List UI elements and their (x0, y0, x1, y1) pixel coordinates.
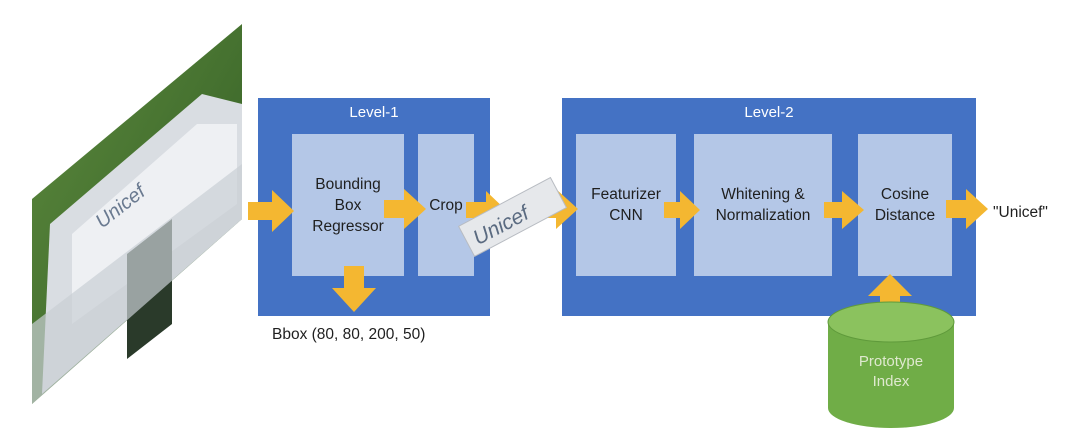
bbox-output-label: Bbox (80, 80, 200, 50) (272, 326, 426, 343)
input-photo: Unicef (32, 24, 242, 404)
cosine-distance-box: Cosine Distance (858, 134, 952, 276)
whitening-normalization-box: Whitening & Normalization (694, 134, 832, 276)
level-2-title: Level-2 (744, 104, 794, 121)
featurizer-cnn-box: Featurizer CNN (576, 134, 676, 276)
level-1-title: Level-1 (349, 104, 399, 121)
bounding-box-regressor-box: Bounding Box Regressor (292, 134, 404, 276)
crop-box: Crop (418, 134, 474, 276)
result-label: "Unicef" (993, 204, 1048, 221)
prototype-index-cylinder (827, 301, 955, 428)
prototype-index-label: Prototype Index (858, 353, 924, 390)
